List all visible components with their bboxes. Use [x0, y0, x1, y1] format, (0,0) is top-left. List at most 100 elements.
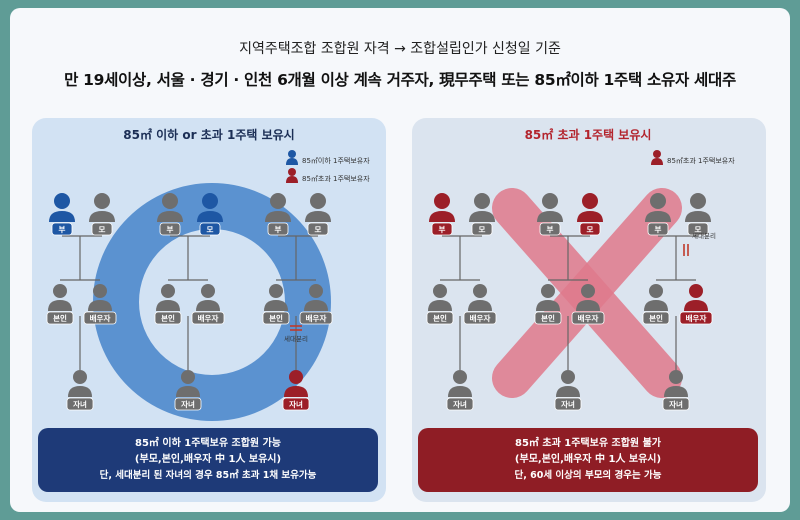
left-family-2-child-body	[176, 386, 200, 397]
right-household-split-mark: 세대분리	[683, 231, 716, 256]
left-family-3-father-head	[270, 193, 286, 209]
left-legend-1-body-icon	[286, 158, 298, 165]
right-family-2-child-label-tag	[554, 397, 582, 411]
left-family-1-child: 자녀	[66, 370, 94, 411]
right-family-3-father-body	[645, 211, 671, 222]
left-family-1-father: 부	[49, 193, 75, 236]
left-family-3-mother-head	[310, 193, 326, 209]
right-family-2-mother: 모	[577, 193, 603, 236]
left-family-2-father-body	[157, 211, 183, 222]
right-family-2-mother-body	[577, 211, 603, 222]
left-legend-2-head-icon	[288, 168, 296, 176]
left-family-3-father-body	[265, 211, 291, 222]
left-family-3-self: 본인	[262, 284, 290, 325]
right-family-3-self-label: 본인	[649, 313, 663, 323]
left-family-3-father-label: 부	[275, 225, 282, 234]
header-line-2: 만 19세이상, 서울 · 경기 · 인천 6개월 이상 계속 거주자, 現무주…	[64, 71, 736, 89]
right-family-3-self: 본인	[642, 284, 670, 325]
left-family-2-father-head	[162, 193, 178, 209]
right-family-2-spouse-body	[576, 300, 600, 311]
left-family-2-father-label-tag	[159, 222, 181, 236]
left-family-1-self-label-tag	[46, 311, 74, 325]
left-family-3-child-head	[289, 370, 303, 384]
left-legend-2-label: 85㎡초과 1주택보유자	[302, 174, 370, 183]
left-family-2-mother-head	[202, 193, 218, 209]
right-note-line-1: 85㎡ 초과 1주택보유 조합원 불가	[515, 436, 662, 449]
left-family-2-spouse-label: 배우자	[198, 313, 219, 323]
left-family-2-mother-label-tag	[199, 222, 221, 236]
right-family-1-self-body	[428, 300, 452, 311]
left-family-2-self-label: 본인	[161, 313, 175, 323]
left-family-1-spouse-label-tag	[83, 311, 117, 325]
left-family-1-spouse-body	[88, 300, 112, 311]
right-family-2-self-head	[541, 284, 555, 298]
right-legend-1-body-icon	[651, 158, 663, 165]
right-family-1-father-head	[434, 193, 450, 209]
left-family-2-self: 본인	[154, 284, 182, 325]
left-family-1-self-label: 본인	[53, 313, 67, 323]
right-family-2-father-label-tag	[539, 222, 561, 236]
right-note-box	[418, 428, 758, 492]
right-family-2-mother-label: 모	[587, 225, 594, 234]
right-family-2-father-head	[542, 193, 558, 209]
right-family-2-self-label: 본인	[541, 313, 555, 323]
left-family-1-father-head	[54, 193, 70, 209]
right-family-3-spouse-head	[689, 284, 703, 298]
right-family-1-self-label: 본인	[433, 313, 447, 323]
right-family-2-father: 부	[537, 193, 563, 236]
right-legend-1-label: 85㎡초과 1주택보유자	[667, 156, 735, 165]
right-family-2-spouse-label-tag	[571, 311, 605, 325]
right-family-1-mother-body	[469, 211, 495, 222]
left-family-1-mother-body	[89, 211, 115, 222]
right-family-1-mother: 모	[469, 193, 495, 236]
right-family-2-child-label: 자녀	[561, 399, 575, 409]
left-family-2-mother-label: 모	[207, 225, 214, 234]
left-family-1-child-label-tag	[66, 397, 94, 411]
right-family-2-spouse-head	[581, 284, 595, 298]
right-family-3-spouse-body	[684, 300, 708, 311]
left-panel: 85㎡ 이하 or 초과 1주택 보유시 85㎡이하 1주택보유자 85㎡초과 …	[32, 118, 386, 502]
left-family-2-child: 자녀	[174, 370, 202, 411]
left-legend-item-1: 85㎡이하 1주택보유자	[286, 150, 370, 165]
right-note-line-3: 단, 60세 이상의 부모의 경우는 가능	[515, 469, 662, 481]
left-note-box	[38, 428, 378, 492]
left-family-3-father: 부	[265, 193, 291, 236]
right-family-3-child-label-tag	[662, 397, 690, 411]
right-family-3-self-body	[644, 300, 668, 311]
left-family-2-child-label-tag	[174, 397, 202, 411]
left-family-2-spouse-head	[201, 284, 215, 298]
left-family-2-self-label-tag	[154, 311, 182, 325]
right-panel-title: 85㎡ 초과 1주택 보유시	[525, 127, 652, 142]
right-family-2-mother-head	[582, 193, 598, 209]
left-note-line-2: (부모,본인,배우자 中 1人 보유시)	[135, 452, 281, 465]
left-family-1-father-label-tag	[51, 222, 73, 236]
left-family-3-spouse: 배우자	[299, 284, 333, 325]
left-family-3-spouse-label: 배우자	[306, 313, 327, 323]
right-family-1-father-body	[429, 211, 455, 222]
left-family-3-self-label-tag	[262, 311, 290, 325]
header-line-1: 지역주택조합 조합원 자격 → 조합설립인가 신청일 기준	[239, 41, 561, 57]
left-family-1-spouse-label: 배우자	[90, 313, 111, 323]
right-family-3-child: 자녀	[662, 370, 690, 411]
left-family-1-child-head	[73, 370, 87, 384]
right-family-2-father-body	[537, 211, 563, 222]
right-legend-1-head-icon	[653, 150, 661, 158]
left-family-1-child-label: 자녀	[73, 399, 87, 409]
right-family-2-child-head	[561, 370, 575, 384]
right-note-line-2: (부모,본인,배우자 中 1人 보유시)	[515, 452, 661, 465]
left-family-3-self-label: 본인	[269, 313, 283, 323]
right-family-3-self-label-tag	[642, 311, 670, 325]
right-split-label: 세대분리	[692, 231, 716, 240]
left-family-2-child-head	[181, 370, 195, 384]
right-family-2-mother-label-tag	[579, 222, 601, 236]
right-family-1-spouse: 배우자	[463, 284, 497, 325]
right-family-1-spouse-head	[473, 284, 487, 298]
left-family-1-self: 본인	[46, 284, 74, 325]
left-legend-1-head-icon	[288, 150, 296, 158]
left-legend-1-label: 85㎡이하 1주택보유자	[302, 156, 370, 165]
right-family-1-self-head	[433, 284, 447, 298]
right-family-3-father: 부	[645, 193, 671, 236]
right-family-2-child: 자녀	[554, 370, 582, 411]
